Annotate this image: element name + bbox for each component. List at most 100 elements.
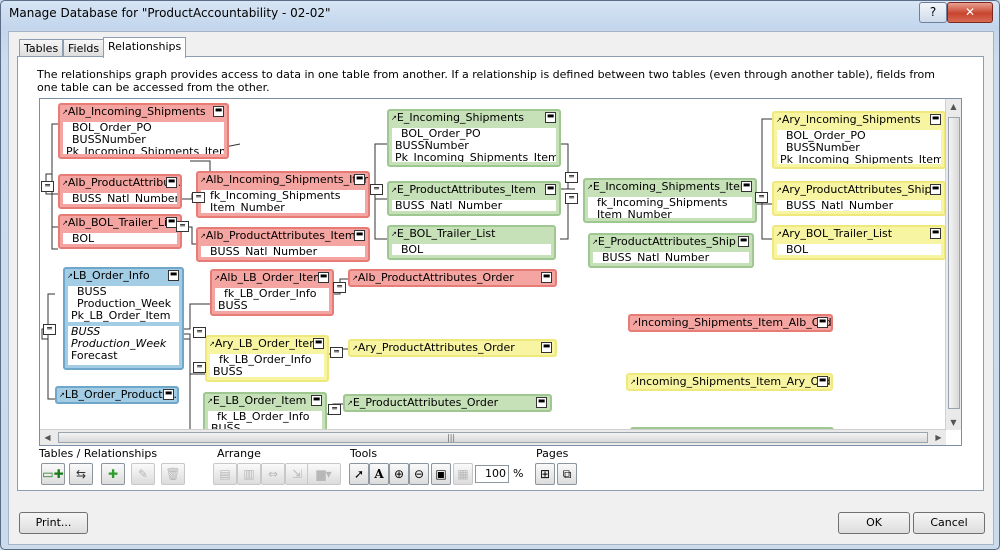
collapse-icon[interactable]: ▬ xyxy=(168,270,179,281)
page-setup-button[interactable]: ⊞ xyxy=(535,463,555,485)
to-alb-incoming-shipments-item[interactable]: ↗Alb_Incoming_Shipments_Item ▬ fk_Incomi… xyxy=(196,171,370,218)
scroll-down-icon[interactable]: ▼ xyxy=(950,418,957,427)
zoom-in-icon: ⊕ xyxy=(393,467,405,481)
collapse-icon[interactable]: ▬ xyxy=(541,272,552,283)
collapse-icon[interactable]: ▬ xyxy=(166,177,177,188)
relationship-operator-icon[interactable]: ═ xyxy=(41,181,54,192)
relationship-operator-icon[interactable]: ═ xyxy=(192,192,205,203)
cancel-button[interactable]: Cancel xyxy=(913,512,985,534)
field: BUSSNumber xyxy=(786,141,860,154)
text-tool-button[interactable]: A xyxy=(369,463,389,485)
add-table-button[interactable]: ▭✚ xyxy=(41,463,65,485)
to-alb-productattributes[interactable]: ↗Alb_ProductAttribut... ▬ BUSS_Natl_Numb… xyxy=(58,174,182,209)
to-e-productattributes-order[interactable]: ↗E_ProductAttributes_Order ▬ xyxy=(343,394,552,412)
print-button[interactable]: Print... xyxy=(19,512,88,534)
collapse-icon[interactable]: ▬ xyxy=(213,106,224,117)
to-alb-productattributes-item[interactable]: ↗Alb_ProductAttributes_Item ▬ BUSS_Natl_… xyxy=(196,227,370,262)
to-alb-bol-trailer-list[interactable]: ↗Alb_BOL_Trailer_List ▬ BOL xyxy=(58,214,182,249)
to-ary-productattributes-order[interactable]: ↗Ary_ProductAttributes_Order ▬ xyxy=(348,339,557,357)
to-e-incoming-shipments-item[interactable]: ↗E_Incoming_Shipments_Item ▬ fk_Incoming… xyxy=(583,178,757,223)
collapse-icon[interactable]: ▬ xyxy=(541,342,552,353)
distribute-button[interactable]: ▥ xyxy=(237,463,261,485)
scroll-right-icon[interactable]: ▶ xyxy=(935,433,942,442)
horizontal-scrollbar[interactable]: ◀ ||| ▶ xyxy=(40,429,946,445)
zoom-in-button[interactable]: ⊕ xyxy=(389,463,409,485)
to-alb-productattributes-order[interactable]: ↗Alb_ProductAttributes_Order ▬ xyxy=(348,269,557,287)
align-button[interactable]: ▤ xyxy=(213,463,237,485)
collapse-icon[interactable]: ▬ xyxy=(354,174,365,185)
relationship-operator-icon[interactable]: ═ xyxy=(193,327,206,338)
to-lb-order-producta[interactable]: ↗LB_Order_ProductA... ▬ xyxy=(55,386,179,404)
relationship-operator-icon[interactable]: ═ xyxy=(755,192,768,203)
edit-button[interactable]: ✎ xyxy=(131,463,155,485)
view-button[interactable]: ▣ xyxy=(431,463,451,485)
relationship-operator-icon[interactable]: ═ xyxy=(193,362,206,373)
collapse-icon[interactable]: ▬ xyxy=(354,230,365,241)
zoom-out-button[interactable]: ⊖ xyxy=(409,463,429,485)
grip-icon: ||| xyxy=(447,433,456,442)
to-alb-lb-order-item[interactable]: ↗Alb_LB_Order_Item ▬ fk_LB_Order_Info BU… xyxy=(210,269,334,316)
zoom-percentage-input[interactable]: 100 xyxy=(475,465,509,483)
to-alb-incoming-shipments[interactable]: ↗Alb_Incoming_Shipments ▬ BOL_Order_PO B… xyxy=(58,103,229,159)
to-ary-bol-trailer-list[interactable]: ↗Ary_BOL_Trailer_List ▬ BOL xyxy=(772,225,946,260)
relationship-operator-icon[interactable]: ═ xyxy=(565,172,578,183)
color-picker-button[interactable]: ▆▾ xyxy=(307,463,341,485)
to-lb-order-info[interactable]: ↗LB_Order_Info ▬ BUSS Production_Week Pk… xyxy=(63,267,184,370)
graph-canvas[interactable]: ↗Alb_Incoming_Shipments ▬ BOL_Order_PO B… xyxy=(40,99,961,445)
tab-fields[interactable]: Fields xyxy=(63,39,105,57)
relationship-operator-icon[interactable]: ═ xyxy=(328,404,341,415)
to-title: LB_Order_Info xyxy=(72,269,150,282)
collapse-icon[interactable]: ▬ xyxy=(318,272,329,283)
collapse-icon[interactable]: ▬ xyxy=(738,236,749,247)
page-breaks-button[interactable]: ⧉ xyxy=(557,463,577,485)
tab-tables[interactable]: Tables xyxy=(19,39,64,57)
collapse-icon[interactable]: ▬ xyxy=(930,228,941,239)
help-button[interactable]: ? xyxy=(919,2,947,23)
arrange-more-button[interactable]: ⇲ xyxy=(285,463,309,485)
scroll-up-icon[interactable]: ▲ xyxy=(950,102,957,111)
to-e-incoming-shipments[interactable]: ↗E_Incoming_Shipments ▬ BOL_Order_PO BUS… xyxy=(387,109,561,167)
relationship-operator-icon[interactable]: ═ xyxy=(176,221,189,232)
notes-button[interactable]: ▦ xyxy=(453,463,473,485)
to-ary-incoming-shipments[interactable]: ↗Ary_Incoming_Shipments ▬ BOL_Order_PO B… xyxy=(772,111,946,169)
tab-relationships[interactable]: Relationships xyxy=(103,37,187,58)
vertical-scroll-thumb[interactable] xyxy=(948,117,960,409)
collapse-icon[interactable]: ▬ xyxy=(741,181,752,192)
relationship-operator-icon[interactable]: ═ xyxy=(43,324,56,335)
collapse-icon[interactable]: ▬ xyxy=(313,338,324,349)
relationship-operator-icon[interactable]: ═ xyxy=(333,282,346,293)
vertical-scrollbar[interactable]: ▲ ▼ xyxy=(945,99,961,430)
horizontal-scroll-thumb[interactable]: ||| xyxy=(58,432,928,443)
close-button[interactable]: ✕ xyxy=(947,2,993,23)
relationship-operator-icon[interactable]: ═ xyxy=(370,184,383,195)
resize-button[interactable]: ⇔ xyxy=(261,463,285,485)
collapse-icon[interactable]: ▬ xyxy=(545,184,556,195)
delete-button[interactable]: 🗑 xyxy=(161,463,185,485)
to-incoming-shipments-item-alb-order[interactable]: ↗Incoming_Shipments_Item_Alb_Order ▬ xyxy=(628,314,833,332)
relationship-operator-icon[interactable]: ═ xyxy=(565,193,578,204)
title-bar: Manage Database for "ProductAccountabili… xyxy=(1,1,999,27)
relationships-graph[interactable]: ↗Alb_Incoming_Shipments ▬ BOL_Order_PO B… xyxy=(39,98,962,446)
to-ary-lb-order-item[interactable]: ↗Ary_LB_Order_Item ▬ fk_LB_Order_Info BU… xyxy=(205,335,329,382)
collapse-icon[interactable]: ▬ xyxy=(536,397,547,408)
to-ary-productattributes-ship[interactable]: ↗Ary_ProductAttributes_Ship ▬ BUSS_Natl_… xyxy=(772,181,946,216)
collapse-icon[interactable]: ▬ xyxy=(163,389,174,400)
to-e-productattributes-ship[interactable]: ↗E_ProductAttributes_Ship ▬ BUSS_Natl_Nu… xyxy=(588,233,754,268)
to-e-productattributes-item[interactable]: ↗E_ProductAttributes_Item ▬ BUSS_Natl_Nu… xyxy=(387,181,561,216)
pointer-tool-button[interactable]: ➚ xyxy=(349,463,369,485)
add-relationship-button[interactable]: ⇆ xyxy=(69,463,93,485)
collapse-icon[interactable]: ▬ xyxy=(311,395,322,406)
collapse-icon[interactable]: ▬ xyxy=(817,317,828,328)
scroll-left-icon[interactable]: ◀ xyxy=(44,433,51,442)
field: Production_Week xyxy=(71,337,167,350)
to-e-bol-trailer-list[interactable]: ↗E_BOL_Trailer_List BOL xyxy=(387,225,556,260)
field: Pk_Incoming_Shipments_Item xyxy=(395,151,556,163)
collapse-icon[interactable]: ▬ xyxy=(817,376,828,387)
collapse-icon[interactable]: ▬ xyxy=(930,114,941,125)
duplicate-button[interactable]: ✚ xyxy=(101,463,125,485)
to-incoming-shipments-item-ary-order[interactable]: ↗Incoming_Shipments_Item_Ary_Order ▬ xyxy=(626,373,833,391)
collapse-icon[interactable]: ▬ xyxy=(930,184,941,195)
ok-button[interactable]: OK xyxy=(838,512,910,534)
collapse-icon[interactable]: ▬ xyxy=(545,112,556,123)
relationship-operator-icon[interactable]: ═ xyxy=(330,347,343,358)
